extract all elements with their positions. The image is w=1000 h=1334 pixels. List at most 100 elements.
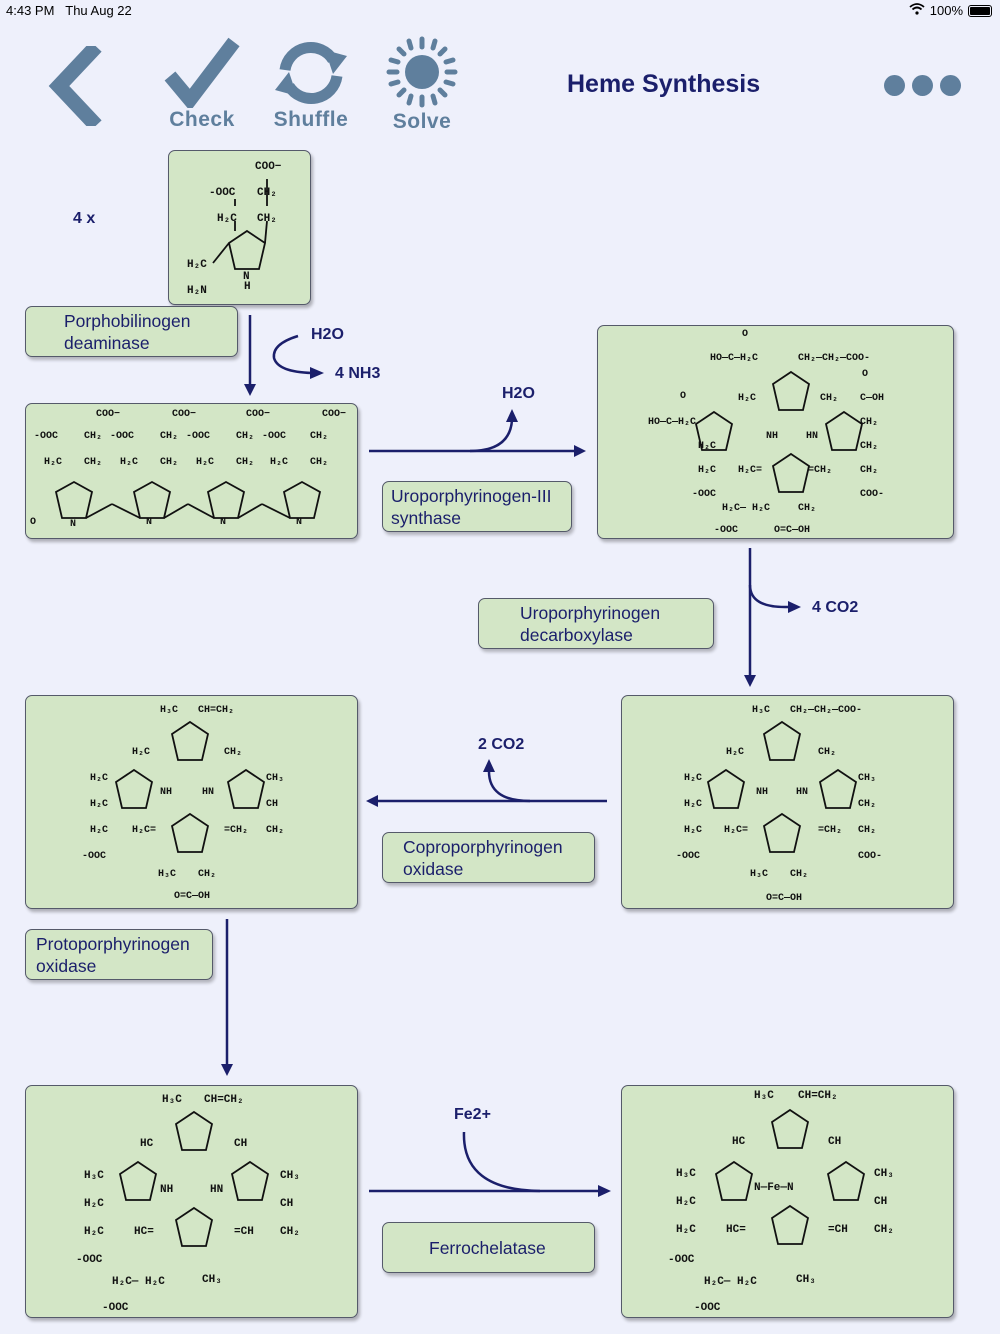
- enzyme-coproporphyrinogen-oxidase[interactable]: Coproporphyrinogen oxidase: [382, 832, 595, 883]
- svg-text:HO—C—H₂C: HO—C—H₂C: [710, 353, 758, 364]
- more-dot-icon: [884, 75, 905, 96]
- svg-text:H₂C: H₂C: [90, 825, 108, 836]
- svg-text:CH₂: CH₂: [257, 187, 277, 199]
- enzyme-uroporphyrinogen-iii-synthase[interactable]: Uroporphyrinogen-III synthase: [382, 481, 572, 532]
- svg-text:H₂C: H₂C: [738, 393, 756, 404]
- svg-text:CH₂: CH₂: [84, 457, 102, 468]
- svg-text:N: N: [70, 519, 76, 530]
- svg-text:CH₂: CH₂: [790, 869, 808, 880]
- svg-text:O: O: [680, 391, 686, 402]
- svg-text:CH₂: CH₂: [198, 869, 216, 880]
- svg-text:H₂C— H₂C: H₂C— H₂C: [704, 1276, 757, 1288]
- svg-text:HO—C—H₂C: HO—C—H₂C: [648, 417, 696, 428]
- svg-text:CH₂: CH₂: [266, 825, 284, 836]
- svg-text:CH₂: CH₂: [257, 213, 277, 225]
- svg-text:O=C—OH: O=C—OH: [174, 891, 210, 902]
- svg-text:COO−: COO−: [96, 409, 120, 420]
- enzyme-porphobilinogen-deaminase[interactable]: Porphobilinogen deaminase: [25, 306, 238, 357]
- status-right: 100%: [909, 3, 992, 18]
- reagent-2-co2: 2 CO2: [478, 736, 525, 753]
- svg-text:CH₂: CH₂: [820, 393, 838, 404]
- svg-text:H₂C: H₂C: [84, 1226, 104, 1238]
- svg-text:NH: NH: [160, 1184, 173, 1196]
- reagent-4-co2: 4 CO2: [812, 599, 859, 616]
- svg-text:H₂C: H₂C: [270, 457, 288, 468]
- check-button[interactable]: Check: [160, 36, 244, 132]
- svg-text:H₂C: H₂C: [698, 465, 716, 476]
- svg-text:CH₂: CH₂: [310, 457, 328, 468]
- svg-text:=CH₂: =CH₂: [818, 825, 842, 836]
- reagent-fe2: Fe2+: [454, 1106, 491, 1123]
- svg-text:CH₂: CH₂: [860, 441, 878, 452]
- svg-text:-OOC: -OOC: [262, 431, 286, 442]
- svg-text:H₂N: H₂N: [187, 285, 207, 297]
- more-dot-icon: [912, 75, 933, 96]
- svg-text:CH: CH: [874, 1196, 887, 1208]
- svg-text:CH₃: CH₃: [280, 1170, 300, 1182]
- svg-text:H₃C: H₃C: [162, 1094, 182, 1106]
- svg-text:CH₂: CH₂: [160, 457, 178, 468]
- svg-text:=CH: =CH: [234, 1226, 254, 1238]
- status-time: 4:43 PM Thu Aug 22: [6, 3, 132, 18]
- svg-text:CH₂: CH₂: [84, 431, 102, 442]
- svg-text:H₃C: H₃C: [84, 1170, 104, 1182]
- svg-text:CH₂: CH₂: [858, 799, 876, 810]
- svg-text:CH₃: CH₃: [796, 1274, 816, 1286]
- svg-text:=CH: =CH: [828, 1224, 848, 1236]
- svg-text:H₃C: H₃C: [676, 1168, 696, 1180]
- svg-text:CH₃: CH₃: [202, 1274, 222, 1286]
- back-button[interactable]: [44, 46, 106, 126]
- svg-text:H: H: [244, 281, 251, 293]
- svg-text:-OOC: -OOC: [186, 431, 210, 442]
- svg-text:H₂C— H₂C: H₂C— H₂C: [112, 1276, 165, 1288]
- svg-text:H₃C: H₃C: [160, 705, 178, 716]
- enzyme-uroporphyrinogen-decarboxylase[interactable]: Uroporphyrinogen decarboxylase: [478, 598, 714, 649]
- svg-text:-OOC: -OOC: [102, 1302, 129, 1314]
- svg-text:H₃C: H₃C: [754, 1090, 774, 1102]
- reagent-h2o-in: H2O: [311, 326, 344, 343]
- enzyme-protoporphyrinogen-oxidase[interactable]: Protoporphyrinogen oxidase: [25, 929, 213, 980]
- svg-text:N: N: [146, 517, 152, 528]
- svg-text:H₃C: H₃C: [752, 705, 770, 716]
- svg-text:C—OH: C—OH: [860, 393, 884, 404]
- svg-text:-OOC: -OOC: [34, 431, 58, 442]
- svg-text:H₂C: H₂C: [676, 1196, 696, 1208]
- svg-text:CH: CH: [234, 1138, 247, 1150]
- svg-text:O: O: [862, 369, 868, 380]
- svg-text:-OOC: -OOC: [692, 489, 716, 500]
- svg-text:COO−: COO−: [246, 409, 270, 420]
- enzyme-ferrochelatase[interactable]: Ferrochelatase: [382, 1222, 595, 1273]
- check-label: Check: [169, 108, 235, 131]
- chevron-left-icon: [48, 46, 102, 126]
- svg-text:N—Fe—N: N—Fe—N: [754, 1182, 794, 1194]
- checkmark-icon: [164, 37, 240, 108]
- shuffle-button[interactable]: Shuffle: [266, 36, 356, 132]
- svg-text:-OOC: -OOC: [714, 525, 738, 536]
- svg-text:-OOC: -OOC: [82, 851, 106, 862]
- battery-icon: [968, 4, 992, 17]
- svg-text:H₂C: H₂C: [120, 457, 138, 468]
- svg-text:-OOC: -OOC: [668, 1254, 695, 1266]
- wifi-icon: [909, 3, 925, 18]
- svg-text:CH₂: CH₂: [224, 747, 242, 758]
- more-button[interactable]: [884, 75, 961, 96]
- svg-text:COO−: COO−: [255, 161, 282, 173]
- page-title: Heme Synthesis: [567, 70, 761, 98]
- shuffle-icon: [275, 42, 347, 104]
- svg-text:CH₂: CH₂: [160, 431, 178, 442]
- svg-text:CH₂: CH₂: [860, 465, 878, 476]
- svg-text:CH: CH: [828, 1136, 841, 1148]
- svg-text:CH₃: CH₃: [858, 773, 876, 784]
- svg-text:N: N: [296, 517, 302, 528]
- solve-button[interactable]: Solve: [384, 36, 460, 134]
- svg-text:-OOC: -OOC: [676, 851, 700, 862]
- svg-text:CH₂: CH₂: [818, 747, 836, 758]
- svg-text:-OOC: -OOC: [694, 1302, 721, 1314]
